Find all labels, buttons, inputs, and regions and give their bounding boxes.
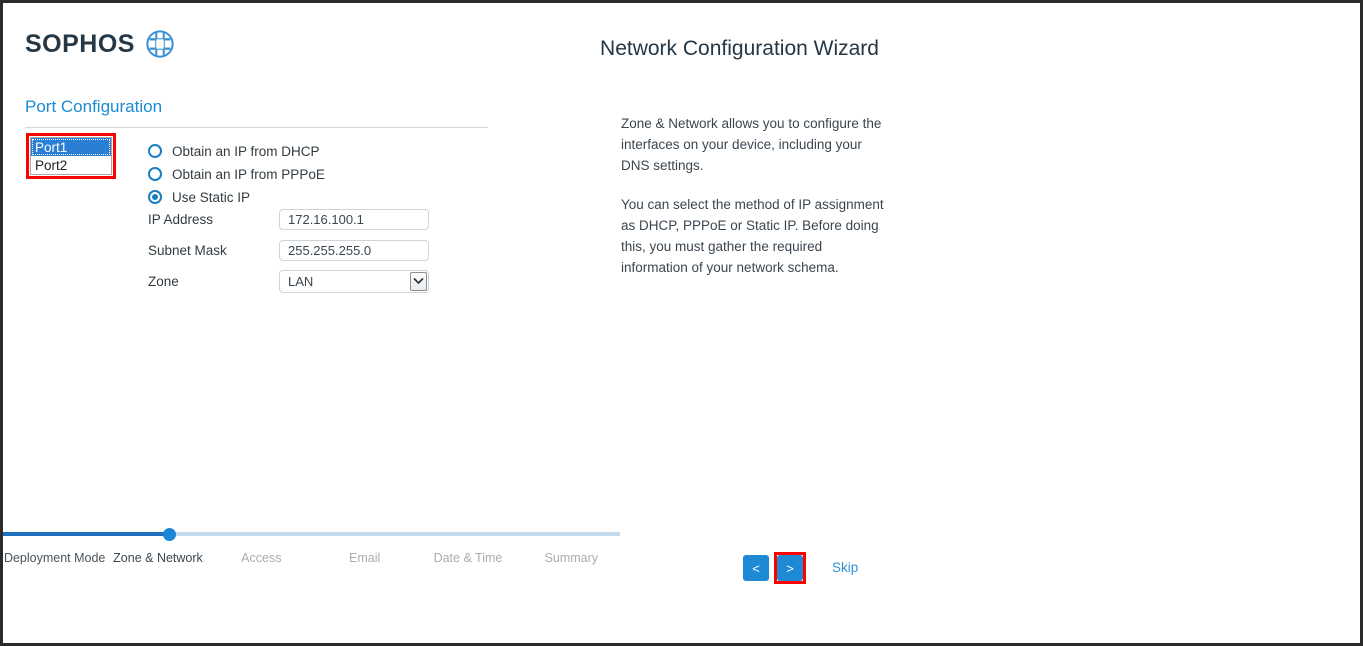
step-deployment-mode[interactable]: Deployment Mode <box>3 551 106 565</box>
section-divider <box>25 127 488 128</box>
next-button[interactable]: > <box>777 555 803 581</box>
radio-label-static-ip: Use Static IP <box>172 189 251 205</box>
next-button-annotation: > <box>774 552 806 584</box>
skip-link[interactable]: Skip <box>832 560 859 575</box>
label-zone: Zone <box>148 273 179 289</box>
progress-fill <box>3 532 170 536</box>
step-zone-and-network[interactable]: Zone & Network <box>113 551 203 565</box>
zone-select[interactable]: LAN <box>279 269 429 293</box>
help-panel: Zone & Network allows you to configure t… <box>621 113 891 278</box>
step-date-and-time[interactable]: Date & Time <box>433 551 503 565</box>
port-list[interactable]: Port1 Port2 <box>30 137 112 175</box>
brand-name: SOPHOS <box>25 29 135 58</box>
subnet-mask-input[interactable] <box>279 239 429 261</box>
progress-current-marker <box>163 528 176 541</box>
radio-option-static-ip[interactable]: Use Static IP <box>148 186 325 208</box>
step-email[interactable]: Email <box>349 551 381 565</box>
brand-logo: SOPHOS <box>25 29 175 59</box>
label-subnet-mask: Subnet Mask <box>148 242 227 258</box>
step-summary[interactable]: Summary <box>544 551 599 565</box>
radio-label-pppoe: Obtain an IP from PPPoE <box>172 166 325 182</box>
radio-option-dhcp[interactable]: Obtain an IP from DHCP <box>148 140 325 162</box>
form-row-ip-address: IP Address <box>148 206 429 232</box>
radio-label-dhcp: Obtain an IP from DHCP <box>172 143 320 159</box>
zone-select-value: LAN <box>288 273 314 289</box>
section-title: Port Configuration <box>25 97 163 116</box>
ip-method-radio-group: Obtain an IP from DHCP Obtain an IP from… <box>148 140 325 209</box>
help-paragraph-1: Zone & Network allows you to configure t… <box>621 116 882 173</box>
form-row-subnet-mask: Subnet Mask <box>148 237 429 263</box>
port-list-annotation: Port1 Port2 <box>26 133 116 179</box>
page-title: Network Configuration Wizard <box>600 37 879 60</box>
radio-icon-pppoe[interactable] <box>148 167 162 181</box>
progress-track <box>3 532 620 536</box>
wizard-steps: Deployment Mode Zone & Network Access Em… <box>3 549 623 567</box>
form-row-zone: Zone LAN <box>148 268 429 294</box>
radio-option-pppoe[interactable]: Obtain an IP from PPPoE <box>148 163 325 185</box>
port-list-item-port2[interactable]: Port2 <box>35 158 68 173</box>
port-list-item-port1[interactable]: Port1 <box>31 138 111 156</box>
step-access[interactable]: Access <box>241 551 282 565</box>
sophos-globe-icon <box>145 29 175 59</box>
ip-address-input[interactable] <box>279 208 429 230</box>
help-paragraph-2: You can select the method of IP assignme… <box>621 197 884 275</box>
static-ip-form: IP Address Subnet Mask Zone LAN <box>148 206 429 299</box>
chevron-down-icon[interactable] <box>410 271 427 291</box>
radio-icon-dhcp[interactable] <box>148 144 162 158</box>
previous-button[interactable]: < <box>743 555 769 581</box>
radio-icon-static-ip[interactable] <box>148 190 162 204</box>
label-ip-address: IP Address <box>148 211 214 227</box>
